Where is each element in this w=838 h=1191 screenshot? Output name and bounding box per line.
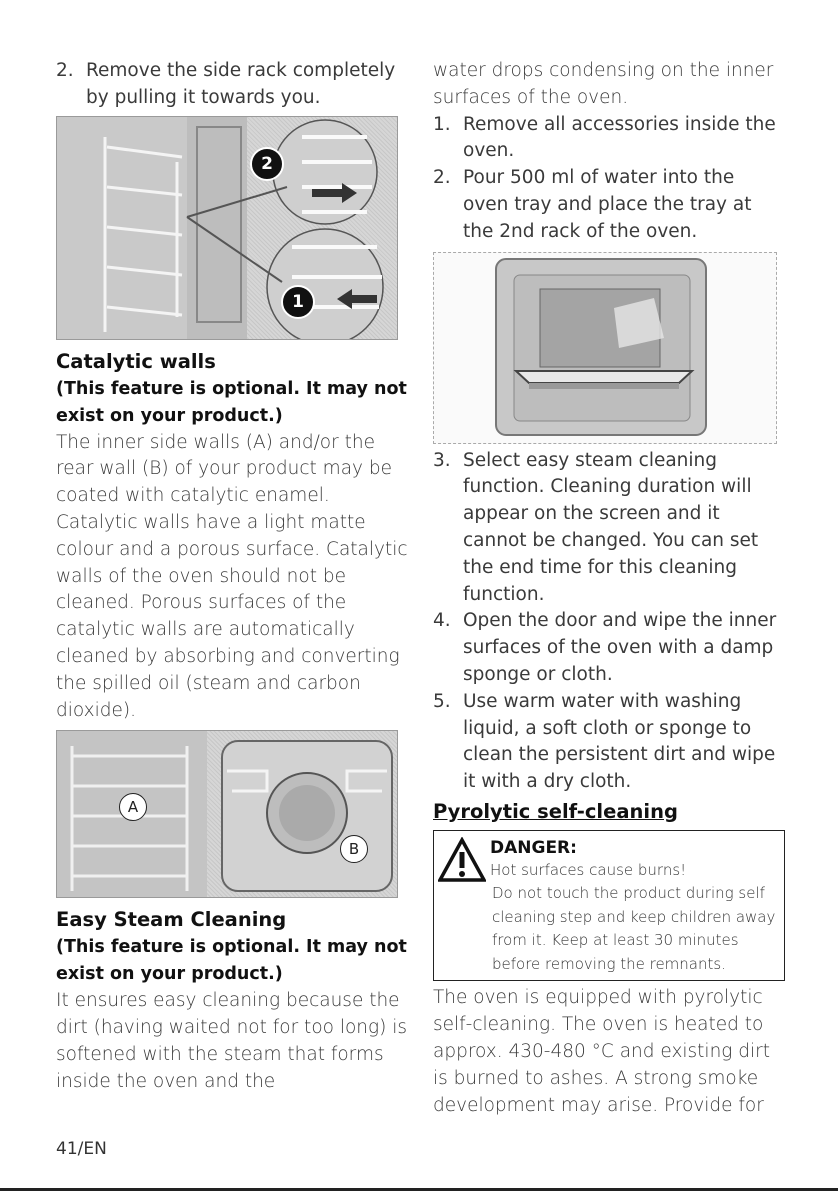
left-column: 2. Remove the side rack completely by pu… <box>56 58 408 1096</box>
catalytic-walls-text: The inner side walls (A) and/or the rear… <box>56 431 408 721</box>
label-b-rear-wall: B <box>340 835 368 864</box>
callout-badge-2: 2 <box>250 146 284 181</box>
steam-step-4: 4. Open the door and wipe the inner surf… <box>433 608 785 688</box>
optional-feature-note: (This feature is optional. It may not ex… <box>56 937 407 985</box>
warning-triangle-icon <box>438 836 486 882</box>
steam-step-1: 1. Remove all accessories inside the ove… <box>433 112 785 166</box>
danger-text-burns: Hot surfaces cause burns! <box>490 860 687 879</box>
side-rack-drawing <box>57 116 384 339</box>
step-number: 2. <box>433 167 451 189</box>
easy-steam-cleaning-text: It ensures easy cleaning because the dir… <box>56 990 407 1092</box>
step-remove-side-rack: 2. Remove the side rack completely by pu… <box>56 58 408 112</box>
bottom-divider <box>0 1188 838 1191</box>
steam-step-3: 3. Select easy steam cleaning function. … <box>433 448 785 609</box>
step-number: 1. <box>433 113 451 135</box>
optional-feature-note: (This feature is optional. It may not ex… <box>56 378 407 426</box>
pyrolytic-cleaning-text: The oven is equipped with pyrolytic self… <box>433 987 771 1116</box>
step-text: Use warm water with washing liquid, a so… <box>463 690 776 793</box>
section-heading-catalytic-walls: Catalytic walls <box>56 349 216 373</box>
oven-tray-drawing <box>495 257 707 436</box>
step-text: Open the door and wipe the inner surface… <box>463 610 777 685</box>
section-heading-easy-steam-cleaning: Easy Steam Cleaning <box>56 908 287 932</box>
step-number: 3. <box>433 449 451 471</box>
step-text: Select easy steam cleaning function. Cle… <box>463 449 759 605</box>
step-number: 4. <box>433 610 451 632</box>
step-number: 2. <box>56 60 74 81</box>
section-heading-pyrolytic-self-cleaning: Pyrolytic self-cleaning <box>433 799 678 823</box>
right-column: water drops condensing on the inner surf… <box>433 58 785 1119</box>
label-a-side-wall: A <box>119 793 147 822</box>
step-text: Remove all accessories inside the oven. <box>463 113 776 162</box>
oven-tray-illustration <box>433 251 777 444</box>
danger-warning-box: DANGER: Hot surfaces cause burns! Do not… <box>433 829 785 982</box>
step-number: 5. <box>433 690 451 712</box>
steam-step-2: 2. Pour 500 ml of water into the oven tr… <box>433 165 785 245</box>
callout-badge-1: 1 <box>281 284 315 319</box>
page-number: 41/EN <box>56 1139 107 1159</box>
catalytic-walls-illustration: A B <box>56 730 398 899</box>
danger-text-instructions: Do not touch the product during self cle… <box>492 884 776 973</box>
catalytic-walls-drawing <box>57 731 393 898</box>
steam-cleaning-continued-text: water drops condensing on the inner surf… <box>433 60 774 108</box>
side-rack-removal-illustration: 2 1 <box>56 115 398 340</box>
danger-title: DANGER: <box>490 837 577 858</box>
step-text: Remove the side rack completely by pulli… <box>86 60 396 108</box>
steam-step-5: 5. Use warm water with washing liquid, a… <box>433 689 785 796</box>
step-text: Pour 500 ml of water into the oven tray … <box>463 167 752 242</box>
